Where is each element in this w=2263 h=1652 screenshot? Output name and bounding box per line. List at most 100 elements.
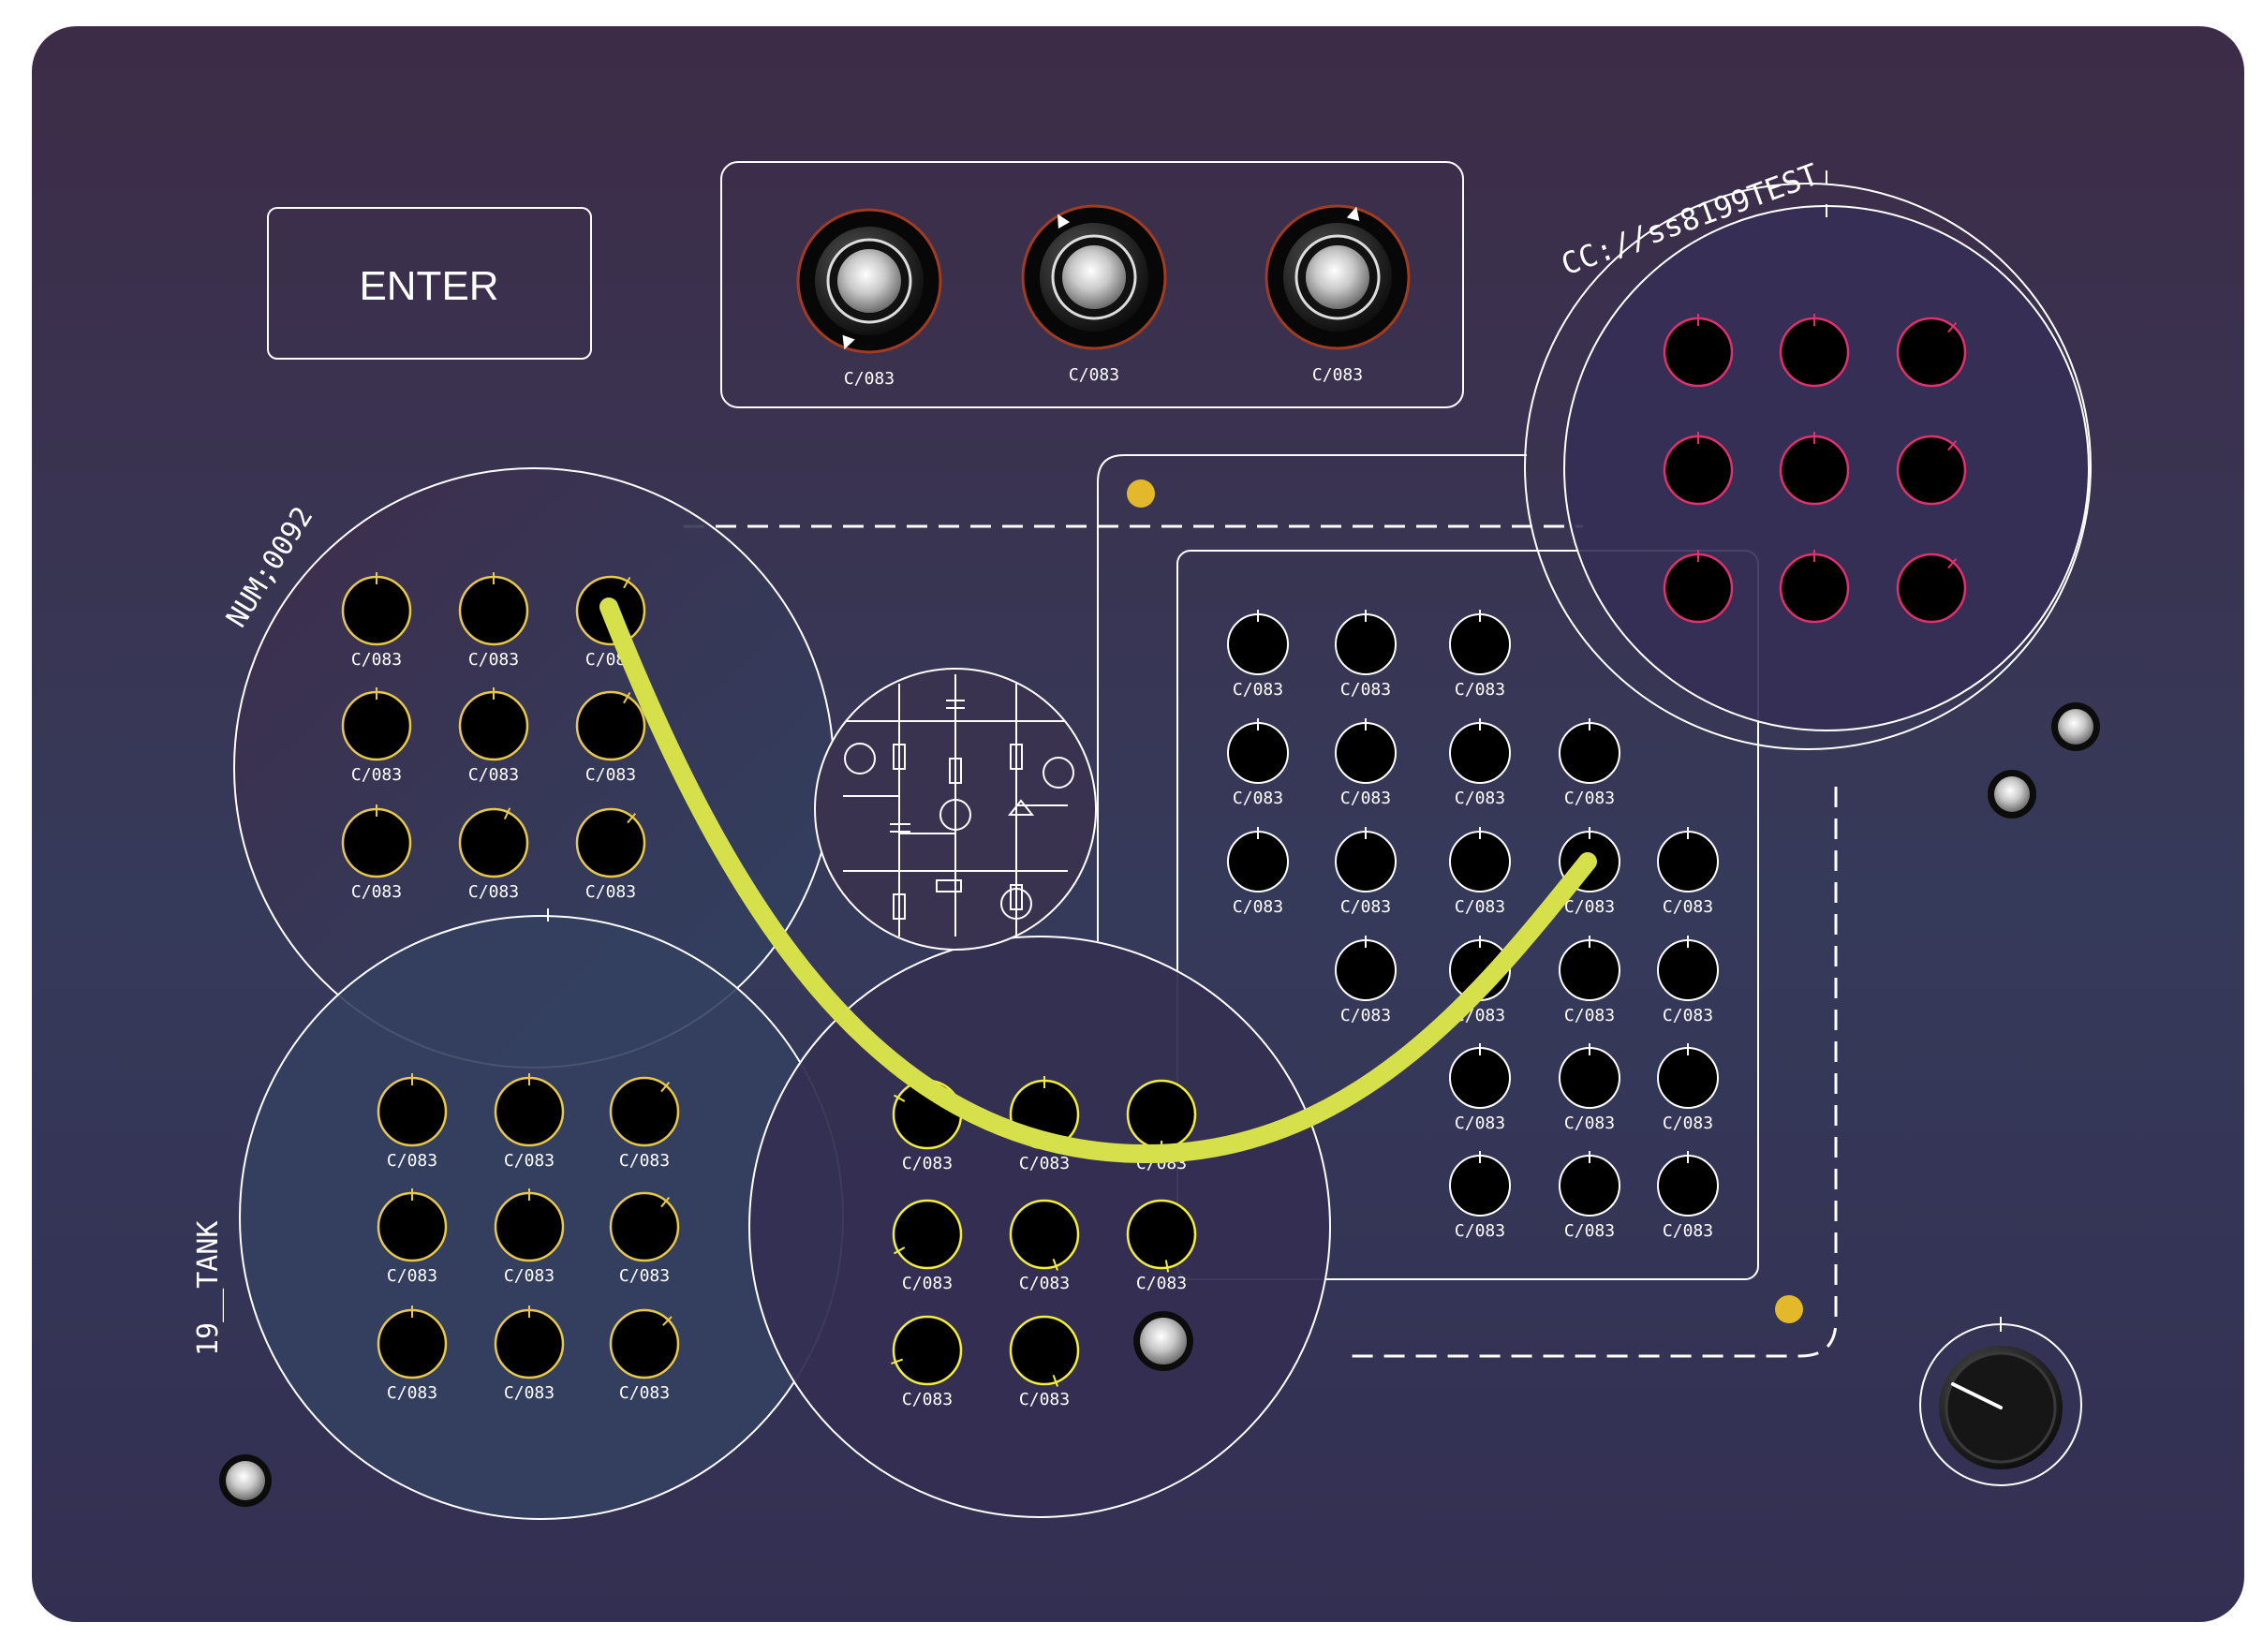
jack-icon[interactable] [1126,1199,1197,1273]
jack-label: C/083 [504,1383,555,1403]
jack-icon[interactable] [1663,314,1734,388]
jack-icon[interactable] [1663,432,1734,506]
cc-zone-outer [1524,183,2092,750]
jack-icon[interactable] [1559,936,1620,1001]
dashed-guide-right [1349,787,1838,1358]
jack-label: C/083 [387,1383,437,1403]
jack-icon[interactable] [458,807,529,878]
jack-icon[interactable] [609,1308,680,1379]
screw-icon [1127,479,1155,508]
jack-icon[interactable] [1335,936,1397,1001]
jack-icon[interactable] [891,1315,963,1386]
jack-icon[interactable] [458,572,529,646]
jack-icon[interactable] [609,1191,680,1262]
jack-icon[interactable] [1896,553,1967,624]
jack-label: C/083 [1233,897,1283,917]
jack-label: C/083 [387,1151,437,1171]
jack-label: C/083 [1340,897,1391,917]
jack-icon[interactable] [1227,718,1289,784]
jack-label: C/083 [902,1154,953,1173]
jack-icon[interactable] [1559,1043,1620,1109]
jack-icon[interactable] [1657,1043,1719,1109]
jack-icon[interactable] [1779,314,1850,388]
jack-icon[interactable] [1449,610,1511,675]
jack-icon[interactable] [1657,936,1719,1001]
jack-icon[interactable] [341,572,412,646]
jack-label: C/083 [351,765,402,785]
jack-icon[interactable] [1779,550,1850,624]
jack-label: C/083 [1663,1006,1713,1025]
jack-icon[interactable] [458,687,529,761]
jack-label: C/083 [1340,680,1391,700]
jack-label: C/083 [1136,1274,1187,1293]
jack-icon[interactable] [575,807,646,878]
jack-icon[interactable] [494,1188,565,1262]
jack-icon[interactable] [341,687,412,761]
toggle-icon[interactable] [1133,1311,1193,1371]
knob-icon[interactable] [1265,204,1411,350]
jack-icon[interactable] [1449,1151,1511,1217]
jack-icon[interactable] [1657,827,1719,892]
jack-label: C/083 [504,1266,555,1286]
knob-icon[interactable] [1021,204,1167,350]
jack-icon[interactable] [1559,718,1620,784]
jack-label: C/083 [619,1151,670,1171]
jack-icon[interactable] [1559,1151,1620,1217]
jack-icon[interactable] [494,1073,565,1147]
jack-icon[interactable] [1227,827,1289,892]
toggle-icon[interactable] [2051,702,2100,751]
jack-icon[interactable] [1335,610,1397,675]
jack-icon[interactable] [1896,435,1967,506]
screw-icon [1775,1295,1803,1323]
jack-icon[interactable] [341,804,412,878]
tank-zone-label: 19__TANK [192,1221,225,1357]
jack-label: C/083 [468,650,519,670]
jack-label: C/083 [504,1151,555,1171]
jack-label: C/083 [1564,897,1615,917]
jack-label: C/083 [1455,1221,1505,1241]
knob-box [720,161,1464,408]
jack-icon[interactable] [1335,827,1397,892]
jack-label: C/083 [1455,1114,1505,1133]
toggle-icon[interactable] [219,1454,272,1507]
jack-label: C/083 [902,1390,953,1409]
patch-cable[interactable] [599,597,1597,1164]
jack-label: C/083 [1455,789,1505,808]
jack-icon[interactable] [575,690,646,761]
jack-icon[interactable] [1663,550,1734,624]
jack-label: C/083 [585,765,636,785]
jack-label: C/083 [1019,1154,1070,1173]
jack-icon[interactable] [1227,610,1289,675]
main-volume-knob[interactable] [1919,1317,2082,1486]
jack-icon[interactable] [609,1076,680,1147]
jack-label: C/083 [468,765,519,785]
jack-icon[interactable] [1657,1151,1719,1217]
jack-icon[interactable] [1335,718,1397,784]
jack-icon[interactable] [1009,1315,1080,1387]
matrix-inner-frame [1176,550,1759,1280]
jack-label: C/083 [1663,897,1713,917]
jack-label: C/083 [902,1274,953,1293]
toggle-icon[interactable] [1988,770,2036,819]
jack-label: C/083 [1564,789,1615,808]
jack-icon[interactable] [1896,317,1967,388]
jack-label: C/083 [351,650,402,670]
jack-label: C/083 [1019,1390,1070,1409]
jack-label: C/083 [1233,680,1283,700]
jack-label: C/083 [844,369,895,389]
enter-button[interactable]: ENTER [267,207,592,360]
jack-icon[interactable] [1009,1199,1080,1271]
jack-icon[interactable] [1449,1043,1511,1109]
jack-icon[interactable] [1449,827,1511,892]
jack-icon[interactable] [1779,432,1850,506]
jack-icon[interactable] [494,1305,565,1379]
knob-icon[interactable] [796,208,942,354]
jack-icon[interactable] [377,1305,448,1379]
circuit-schematic-icon [814,668,1097,951]
jack-icon[interactable] [377,1073,448,1147]
jack-icon[interactable] [1449,718,1511,784]
jack-label: C/083 [619,1383,670,1403]
jack-label: C/083 [1663,1114,1713,1133]
jack-icon[interactable] [377,1188,448,1262]
jack-icon[interactable] [892,1199,963,1270]
